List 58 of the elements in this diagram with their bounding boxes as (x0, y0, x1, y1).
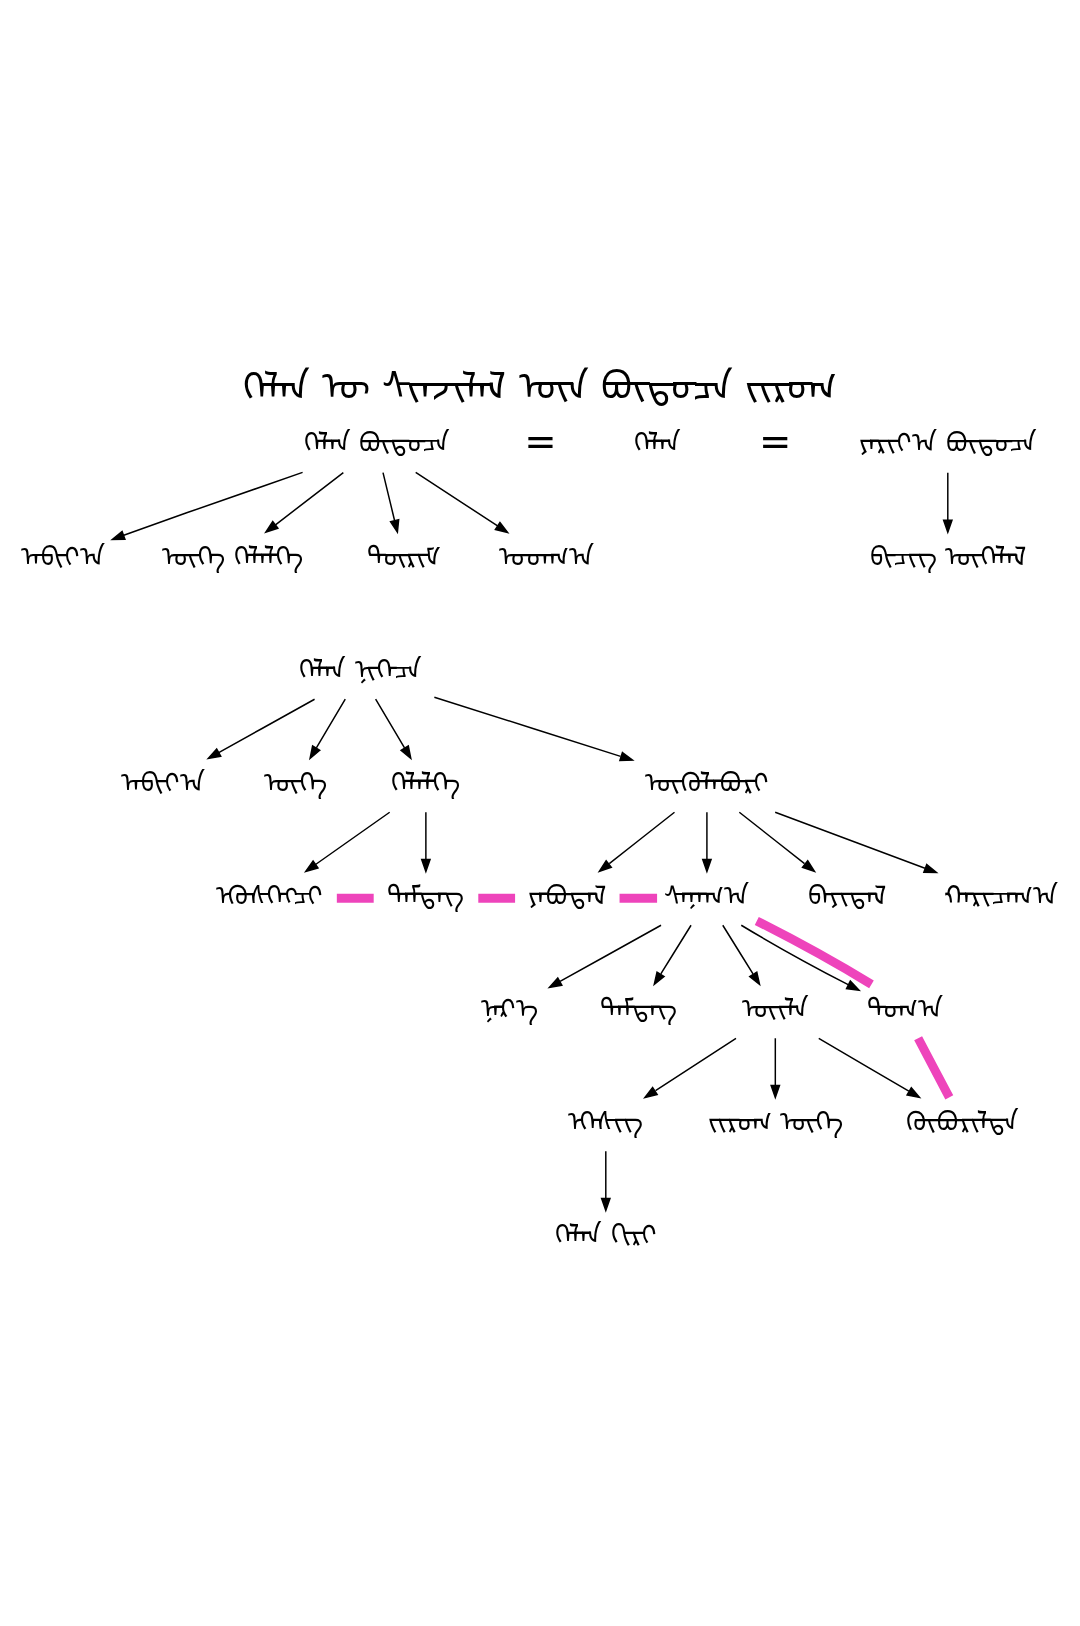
connector (754, 916, 874, 988)
node-text: ᠪᠢᠴᠢᠭ ᠦᠭᠡᠯᠡᠯ (869, 540, 1027, 572)
arrow (414, 471, 510, 534)
node-text: ᠶᠠᠷᠢᠶ᠎ᠠ ᠪᠦᠲᠦᠴᠡ (859, 426, 1037, 458)
arrow (774, 811, 939, 873)
arrow (738, 811, 817, 873)
node-text: ᠤᠳᠬ᠎ᠠ (498, 540, 594, 572)
arrow (770, 1037, 781, 1100)
arrow (722, 924, 761, 986)
node-text: ᠬᠡᠯᠡᠨ ᠨᠢᠭᠡᠴᠡ (299, 653, 422, 685)
connector (619, 893, 658, 903)
node-text: ᠲᠡᠮᠳᠡᠭ (387, 879, 465, 911)
arrow (818, 1037, 922, 1099)
node-text: ᠥᠭᠦᠯᠡᠪᠦᠷᠢ (644, 766, 769, 798)
node-text: ᠬᠡᠯᠡᠨ (634, 426, 682, 458)
arrow (420, 811, 432, 874)
arrow (110, 471, 304, 540)
arrow (740, 924, 862, 991)
diagram-title: ᠬᠡᠯᠡᠨ ᠦ ᠰᠢᠨᠵᠢᠯᠡᠯ ᠦᠨ ᠪᠦᠲᠦᠴᠡ ᠵᠢᠷᠤᠭ (242, 363, 838, 409)
node-text: ᠶᠠᠪᠤᠳᠠᠯ (528, 879, 607, 911)
arrow (597, 811, 676, 873)
node-text: ᠬᠠᠷᠢᠴᠠᠭ᠎ᠠ (944, 879, 1059, 911)
node-text: ᠲᠣᠭ᠎ᠠ (866, 992, 943, 1024)
arrow (206, 698, 316, 759)
arrow (308, 698, 346, 760)
node-text: ᠡᠭᠡᠰᠢᠭ (568, 1105, 644, 1137)
node-text: ᠰᠠᠨᠠᠭ᠎ᠠ (664, 879, 750, 911)
arrow (942, 471, 954, 534)
label: = (759, 418, 792, 464)
node-text: ᠦᠢᠯᠡ (741, 992, 809, 1024)
node-text: ᠦᠭᠡ ᠬᠡᠯᠡᠯᠭᠡ (162, 540, 303, 572)
label: = (524, 418, 557, 464)
arrow (374, 698, 412, 760)
node-text: ᠲᠡᠮᠳᠡᠭ (600, 992, 678, 1024)
connector (478, 893, 516, 903)
arrow (382, 471, 400, 534)
node-text: ᠠᠪᠢᠶ᠎ᠠ (120, 766, 205, 798)
arrow (600, 1150, 611, 1213)
node-text: ᠠᠪᠢᠶ᠎ᠠ (21, 540, 106, 572)
arrow (547, 924, 662, 988)
node-text: ᠬᠦᠪᠦᠷᠢᠯᠲᠡ (906, 1105, 1020, 1137)
arrow (264, 471, 345, 534)
node-text: ᠪᠠᠶᠢᠳᠠᠯ (807, 879, 886, 911)
node-text: ᠬᠡᠯᠡᠯᠭᠡ (391, 766, 461, 798)
node-text: ᠡᠭᠦᠰᠬᠡᠭᠴᠢ (216, 879, 324, 911)
node-text: ᠬᠡᠯᠡᠨ ᠬᠢᠷᠢ (555, 1218, 657, 1250)
arrow (653, 924, 692, 986)
node-text: ᠳᠦᠷᠢᠮ (367, 540, 441, 572)
arrow (701, 811, 713, 874)
connector (336, 893, 374, 903)
node-text: ᠦᠭᠡ (263, 766, 327, 798)
arrow (643, 1037, 737, 1099)
connector (914, 1035, 954, 1099)
node-text: ᠵᠢᠷᠤᠭ ᠦᠭᠡ (707, 1105, 844, 1137)
arrow (433, 695, 635, 761)
arrow (303, 811, 391, 873)
node-text: ᠬᠡᠯᠡᠨ ᠪᠦᠲᠦᠴᠡ (303, 426, 451, 458)
node-text: ᠨᠡᠷ᠎ᠡ (480, 992, 538, 1024)
